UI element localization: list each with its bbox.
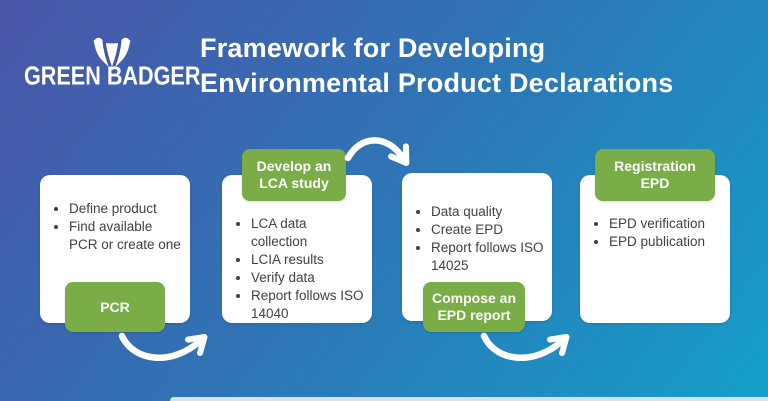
bullet-item: Verify data [251, 269, 364, 287]
page-title-line1: Framework for Developing [200, 33, 546, 63]
curved-arrow-icon [344, 137, 410, 166]
bullet-item: LCA data collection [251, 215, 364, 251]
bullet-item: Data quality [431, 203, 544, 221]
bullet-item: LCIA results [251, 251, 364, 269]
badger-face-icon [93, 37, 131, 71]
bullet-item: Create EPD [431, 221, 544, 239]
bullet-list: LCA data collection LCIA results Verify … [234, 215, 364, 323]
bullet-list: Define product Find available PCR or cre… [52, 200, 182, 254]
page-title: Framework for Developing Environmental P… [200, 31, 673, 101]
bullet-item: EPD verification [609, 215, 722, 233]
bottom-strip [170, 397, 768, 401]
step-label-registration: Registration EPD [595, 149, 715, 201]
step-card-pcr: Define product Find available PCR or cre… [40, 175, 190, 323]
bullet-list: Data quality Create EPD Report follows I… [414, 203, 544, 275]
curved-arrow-icon [480, 332, 570, 362]
bullet-item: Report follows ISO 14040 [251, 287, 364, 323]
brand-text: GREEN BADGER [24, 62, 201, 92]
bullet-item: EPD publication [609, 233, 722, 251]
bullet-item: Define product [69, 200, 182, 218]
bullet-list: EPD verification EPD publication [592, 215, 722, 251]
page-title-line2: Environmental Product Declarations [200, 68, 674, 98]
curved-arrow-icon [118, 332, 208, 362]
step-label-pcr: PCR [65, 282, 165, 332]
bullet-item: Report follows ISO 14025 [431, 239, 544, 275]
bullet-item: Find available PCR or create one [69, 218, 182, 254]
step-label-epd-report: Compose an EPD report [423, 282, 525, 332]
step-label-lca-study: Develop an LCA study [242, 149, 346, 201]
